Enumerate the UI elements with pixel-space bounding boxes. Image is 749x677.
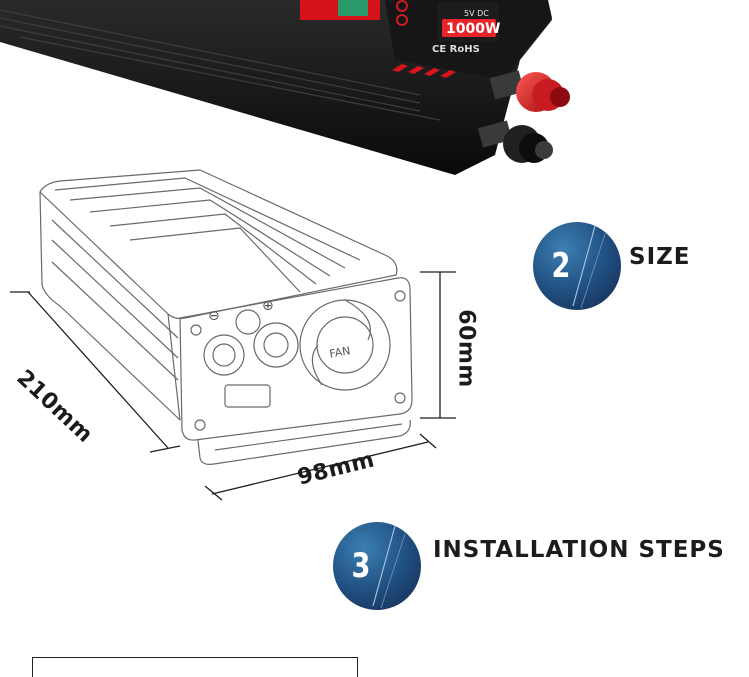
negative-terminal — [477, 120, 553, 163]
badge-slash-decoration — [372, 525, 406, 609]
section-number-badge: 3 — [333, 522, 421, 610]
certification-marks: CE RoHS — [432, 44, 480, 55]
inverter-product-image: 5V DC 1000W CE RoHS — [0, 0, 570, 175]
fan-label: FAN — [328, 344, 351, 360]
power-badge-text: 1000W — [446, 21, 500, 37]
negative-symbol: ⊖ — [208, 308, 220, 324]
voltage-badge-text: 5V DC — [464, 9, 489, 18]
section-number: 3 — [351, 546, 371, 586]
section-title-size: SIZE — [629, 244, 691, 270]
positive-terminal — [489, 70, 570, 112]
positive-symbol: ⊕ — [262, 298, 274, 314]
section-number: 2 — [551, 246, 571, 286]
height-dimension-label: 60mm — [453, 309, 479, 388]
inverter-line-drawing: FAN ⊕ ⊖ — [10, 169, 456, 501]
badge-slash-decoration — [572, 225, 606, 309]
section-title-installation: INSTALLATION STEPS — [433, 537, 725, 563]
indicator-light — [396, 0, 408, 12]
content-frame — [32, 657, 358, 677]
section-number-badge: 2 — [533, 222, 621, 310]
indicator-light — [396, 14, 408, 26]
